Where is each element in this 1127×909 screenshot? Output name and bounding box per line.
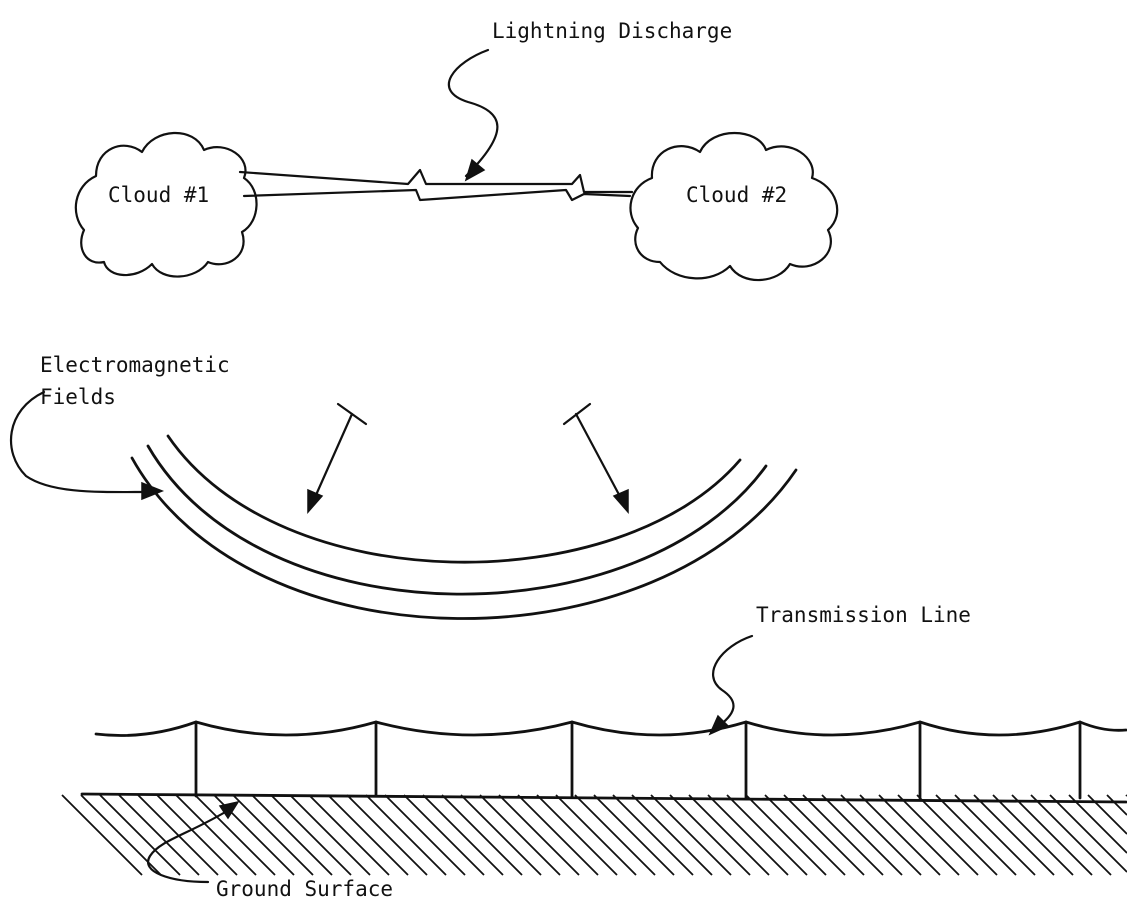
ground-hatch-stroke [1011, 794, 1093, 876]
ground-hatch-stroke [251, 794, 333, 876]
field-arrow-left-tail [336, 402, 368, 426]
lightning-discharge-label: Lightning Discharge [492, 19, 732, 43]
ground-hatch-stroke [821, 794, 903, 876]
ground-hatch-stroke [479, 794, 561, 876]
ground-hatch-stroke [631, 794, 713, 876]
em-fields-pointer-arrow-icon [10, 390, 150, 494]
cloud-1-label: Cloud #1 [108, 183, 209, 207]
ground-hatch-stroke [707, 794, 789, 876]
ground-hatch-stroke [878, 794, 960, 876]
em-field-arc-inner [166, 434, 742, 564]
ground-surface-line [80, 792, 1127, 804]
ground-hatch-stroke [270, 794, 352, 876]
ground-hatch-stroke [935, 794, 1017, 876]
transmission-pointer-arrow-icon [712, 634, 754, 730]
ground-hatch-stroke [194, 794, 276, 876]
ground-hatch-stroke [992, 794, 1074, 876]
transmission-poles [194, 720, 1082, 800]
ground-hatch-stroke [1049, 794, 1127, 873]
ground-hatch-stroke [289, 794, 371, 876]
ground-hatch-stroke [346, 794, 428, 876]
ground-hatch-stroke [327, 794, 409, 876]
ground-pointer-arrowhead-icon [218, 800, 240, 820]
ground-hatch-stroke [498, 794, 580, 876]
ground-hatch-stroke [840, 794, 922, 876]
field-arrow-left-head-icon [307, 488, 324, 514]
ground-hatch-stroke [574, 794, 656, 876]
ground-hatch-stroke [137, 794, 219, 876]
ground-hatch-stroke [669, 794, 751, 876]
ground-pointer-arrow-icon [147, 806, 234, 884]
em-fields-label-line1: Electromagnetic [40, 353, 230, 377]
ground-hatch-stroke [726, 794, 808, 876]
field-arrow-right-head-icon [612, 488, 629, 514]
transmission-line-label: Transmission Line [756, 603, 971, 627]
ground-hatch-stroke [1030, 794, 1112, 876]
ground-surface-label: Ground Surface [216, 877, 393, 901]
ground-hatch-stroke [1087, 794, 1127, 835]
cloud-2-label: Cloud #2 [686, 183, 787, 207]
ground-hatch-stroke [973, 794, 1055, 876]
lightning-bolt-icon [238, 168, 634, 194]
ground-hatch-stroke [555, 794, 637, 876]
ground-hatch-stroke [802, 794, 884, 876]
ground-hatch-stroke [403, 794, 485, 876]
ground-hatch-stroke [422, 794, 504, 876]
ground-hatch-stroke [175, 794, 257, 876]
ground-hatch-stroke [783, 794, 865, 876]
field-arrow-left-shaft [310, 412, 354, 506]
ground-hatch-stroke [517, 794, 599, 876]
cloud-2-icon [629, 131, 839, 282]
ground-hatch-stroke [460, 794, 542, 876]
ground-hatch-stroke [441, 794, 523, 876]
ground-hatch-stroke [859, 794, 941, 876]
ground-hatch-stroke [916, 794, 998, 876]
ground-hatch-stroke [118, 794, 200, 876]
ground-hatch-stroke [745, 794, 827, 876]
ground-hatch-stroke [156, 794, 238, 876]
em-field-arc-middle [146, 444, 768, 596]
ground-hatch-stroke [61, 794, 143, 876]
lightning-pointer-arrow-icon [447, 48, 499, 178]
ground-hatch-stroke [1068, 794, 1127, 854]
ground-hatch-stroke [764, 794, 846, 876]
field-arrow-right-shaft [574, 412, 626, 506]
ground-hatch-stroke [688, 794, 770, 876]
ground-hatch-stroke [308, 794, 390, 876]
ground-hatch-stroke [384, 794, 466, 876]
ground-hatch-stroke [897, 794, 979, 876]
ground-hatch-stroke [650, 794, 732, 876]
lightning-pointer-arrowhead-icon [464, 158, 486, 182]
ground-hatch-stroke [536, 794, 618, 876]
field-arrow-right-tail [562, 402, 592, 426]
ground-hatch-stroke [99, 794, 181, 876]
ground-hatch-stroke [365, 794, 447, 876]
ground-hatch-stroke [954, 794, 1036, 876]
cloud-1-icon [74, 131, 258, 278]
ground-hatch-stroke [1106, 794, 1127, 816]
ground-hatch-stroke [232, 794, 314, 876]
em-field-arc-outer [130, 456, 798, 620]
transmission-conductor [94, 720, 1127, 737]
em-fields-label-line2: Fields [40, 385, 116, 409]
ground-hatch-stroke [593, 794, 675, 876]
ground-hatch-stroke [612, 794, 694, 876]
lightning-bolt-lower-edge [242, 188, 632, 202]
